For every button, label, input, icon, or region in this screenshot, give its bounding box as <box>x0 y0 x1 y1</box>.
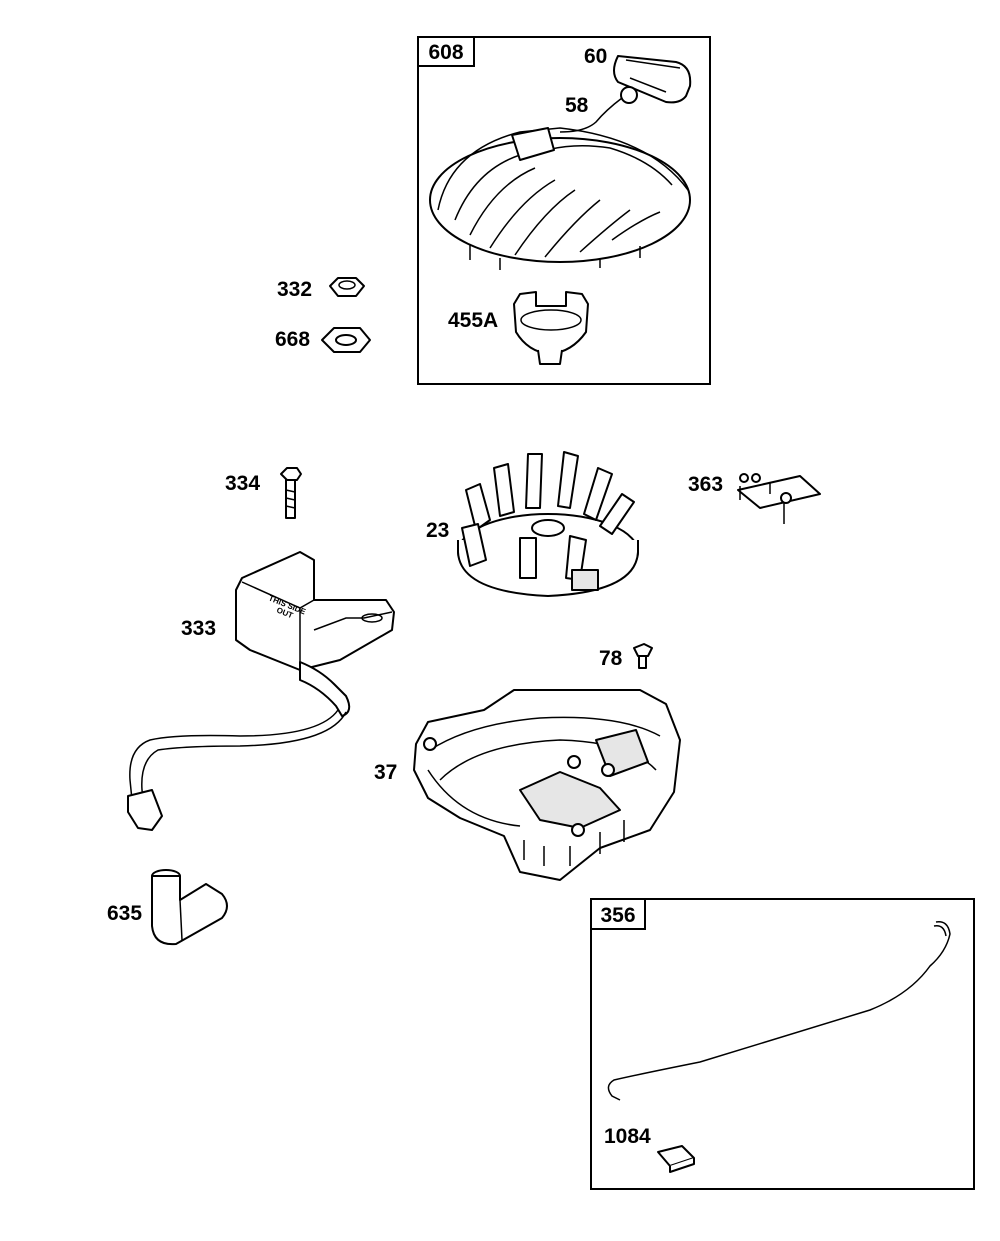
label-part-1084: 1084 <box>604 1125 651 1148</box>
label-part-363: 363 <box>688 473 723 496</box>
kit-356-tag <box>590 898 646 930</box>
starter-handle-part <box>613 55 692 104</box>
label-part-58: 58 <box>565 94 589 117</box>
spark-plug-boot-part <box>151 869 228 946</box>
label-part-332: 332 <box>277 278 312 301</box>
washer-part <box>321 327 371 353</box>
recoil-housing-part <box>429 127 691 270</box>
starter-rope-part <box>559 86 638 133</box>
kit-356-group: 356 1084 <box>590 898 975 1190</box>
label-part-60: 60 <box>584 45 607 68</box>
kit-356-box <box>590 898 975 1190</box>
flywheel-nut-part <box>329 277 365 297</box>
starter-cup-part <box>513 291 589 365</box>
label-part-334: 334 <box>225 472 260 495</box>
label-part-23: 23 <box>426 519 449 542</box>
wire-connector-part <box>657 1145 695 1173</box>
kit-608-box <box>417 36 711 385</box>
kit-608-label: 608 <box>428 41 463 64</box>
blower-housing-part <box>413 689 681 881</box>
flywheel-part <box>457 451 639 597</box>
stop-switch-bracket-part <box>737 473 821 524</box>
kit-608-tag <box>417 36 475 67</box>
label-part-668: 668 <box>275 328 310 351</box>
label-part-455A: 455A <box>448 309 498 332</box>
label-part-333: 333 <box>181 617 216 640</box>
ground-wire-part <box>607 921 951 1101</box>
kit-356-label: 356 <box>600 904 635 927</box>
coil-bolt-part <box>280 467 302 519</box>
ignition-armature-part: THIS SIDE OUT <box>127 551 395 831</box>
kit-608-group: 608 60 58 455A <box>417 36 711 385</box>
housing-screw-part <box>633 643 653 669</box>
label-part-37: 37 <box>374 761 397 784</box>
label-part-635: 635 <box>107 902 142 925</box>
label-part-78: 78 <box>599 647 623 670</box>
